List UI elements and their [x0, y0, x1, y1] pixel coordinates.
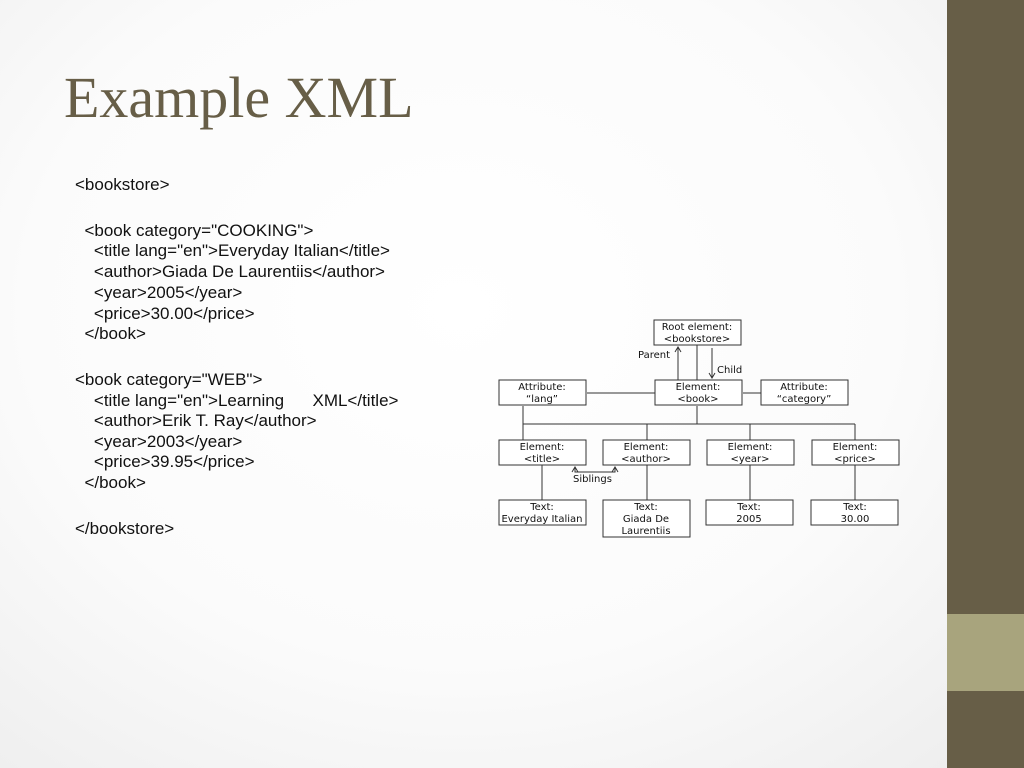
- node-el-author-line2: <author>: [621, 454, 671, 465]
- node-text-author: Text: Giada De Laurentiis: [602, 499, 691, 538]
- slide-title: Example XML: [64, 65, 414, 130]
- siblings-arrow: [574, 468, 616, 473]
- code-line: <title lang="en">Learning XML</title>: [75, 391, 399, 410]
- node-root: Root element: <bookstore>: [653, 319, 742, 346]
- code-line: <year>2003</year>: [75, 432, 243, 451]
- code-line: <book category="COOKING">: [75, 221, 314, 240]
- node-el-year-line1: Element:: [728, 442, 773, 453]
- node-el-price-line1: Element:: [833, 442, 878, 453]
- siblings-label: Siblings: [573, 474, 612, 485]
- node-book-line2: <book>: [677, 394, 718, 405]
- code-line: </book>: [75, 473, 146, 492]
- node-book-line1: Element:: [676, 382, 721, 393]
- parent-arrowhead: [674, 346, 682, 353]
- code-line: <book category="WEB">: [75, 370, 263, 389]
- node-el-price-line2: <price>: [834, 454, 876, 465]
- node-text-author-line3: Laurentiis: [621, 526, 670, 537]
- node-attr-category-line1: Attribute:: [780, 382, 828, 393]
- code-line: <price>30.00</price>: [75, 304, 255, 323]
- siblings-arrowhead-right: [611, 466, 619, 473]
- code-line: <year>2005</year>: [75, 283, 243, 302]
- node-root-line1: Root element:: [662, 322, 732, 333]
- node-attr-category: Attribute: “category”: [760, 379, 849, 406]
- node-book: Element: <book>: [654, 379, 743, 406]
- node-attr-lang-line1: Attribute:: [518, 382, 566, 393]
- node-text-price-line1: Text:: [842, 502, 867, 513]
- node-text-year-line2: 2005: [736, 514, 761, 525]
- node-text-price: Text: 30.00: [810, 499, 899, 526]
- node-text-title: Text: Everyday Italian: [498, 499, 587, 526]
- node-text-title-line1: Text:: [529, 502, 554, 513]
- node-el-author-line1: Element:: [624, 442, 669, 453]
- code-line: <bookstore>: [75, 175, 170, 194]
- child-label: Child: [717, 365, 742, 376]
- dom-tree-diagram: Root element: <bookstore> Parent Child A…: [498, 319, 900, 538]
- node-attr-lang-line2: “lang”: [526, 394, 558, 405]
- node-text-year-line1: Text:: [736, 502, 761, 513]
- node-text-author-line2: Giada De: [623, 514, 669, 525]
- node-attr-lang: Attribute: “lang”: [498, 379, 587, 406]
- code-line: <author>Erik T. Ray</author>: [75, 411, 317, 430]
- node-el-title: Element: <title>: [498, 439, 587, 466]
- node-el-price: Element: <price>: [811, 439, 900, 466]
- node-text-price-line2: 30.00: [841, 514, 870, 525]
- node-text-title-line2: Everyday Italian: [501, 514, 582, 525]
- node-root-line2: <bookstore>: [664, 334, 730, 345]
- node-el-author: Element: <author>: [602, 439, 691, 466]
- parent-label: Parent: [638, 350, 670, 361]
- siblings-arrowhead-left: [571, 466, 579, 473]
- node-attr-category-line2: “category”: [777, 394, 832, 405]
- node-text-year: Text: 2005: [705, 499, 794, 526]
- code-line: <author>Giada De Laurentiis</author>: [75, 262, 385, 281]
- code-line: <price>39.95</price>: [75, 452, 255, 471]
- right-decoration-accent: [947, 614, 1024, 691]
- code-line: </book>: [75, 324, 146, 343]
- node-text-author-line1: Text:: [633, 502, 658, 513]
- code-line: </bookstore>: [75, 519, 175, 538]
- code-line: <title lang="en">Everyday Italian</title…: [75, 241, 390, 260]
- node-el-title-line2: <title>: [524, 454, 560, 465]
- node-el-title-line1: Element:: [520, 442, 565, 453]
- node-el-year-line2: <year>: [730, 454, 769, 465]
- node-el-year: Element: <year>: [706, 439, 795, 466]
- child-arrowhead: [708, 372, 716, 379]
